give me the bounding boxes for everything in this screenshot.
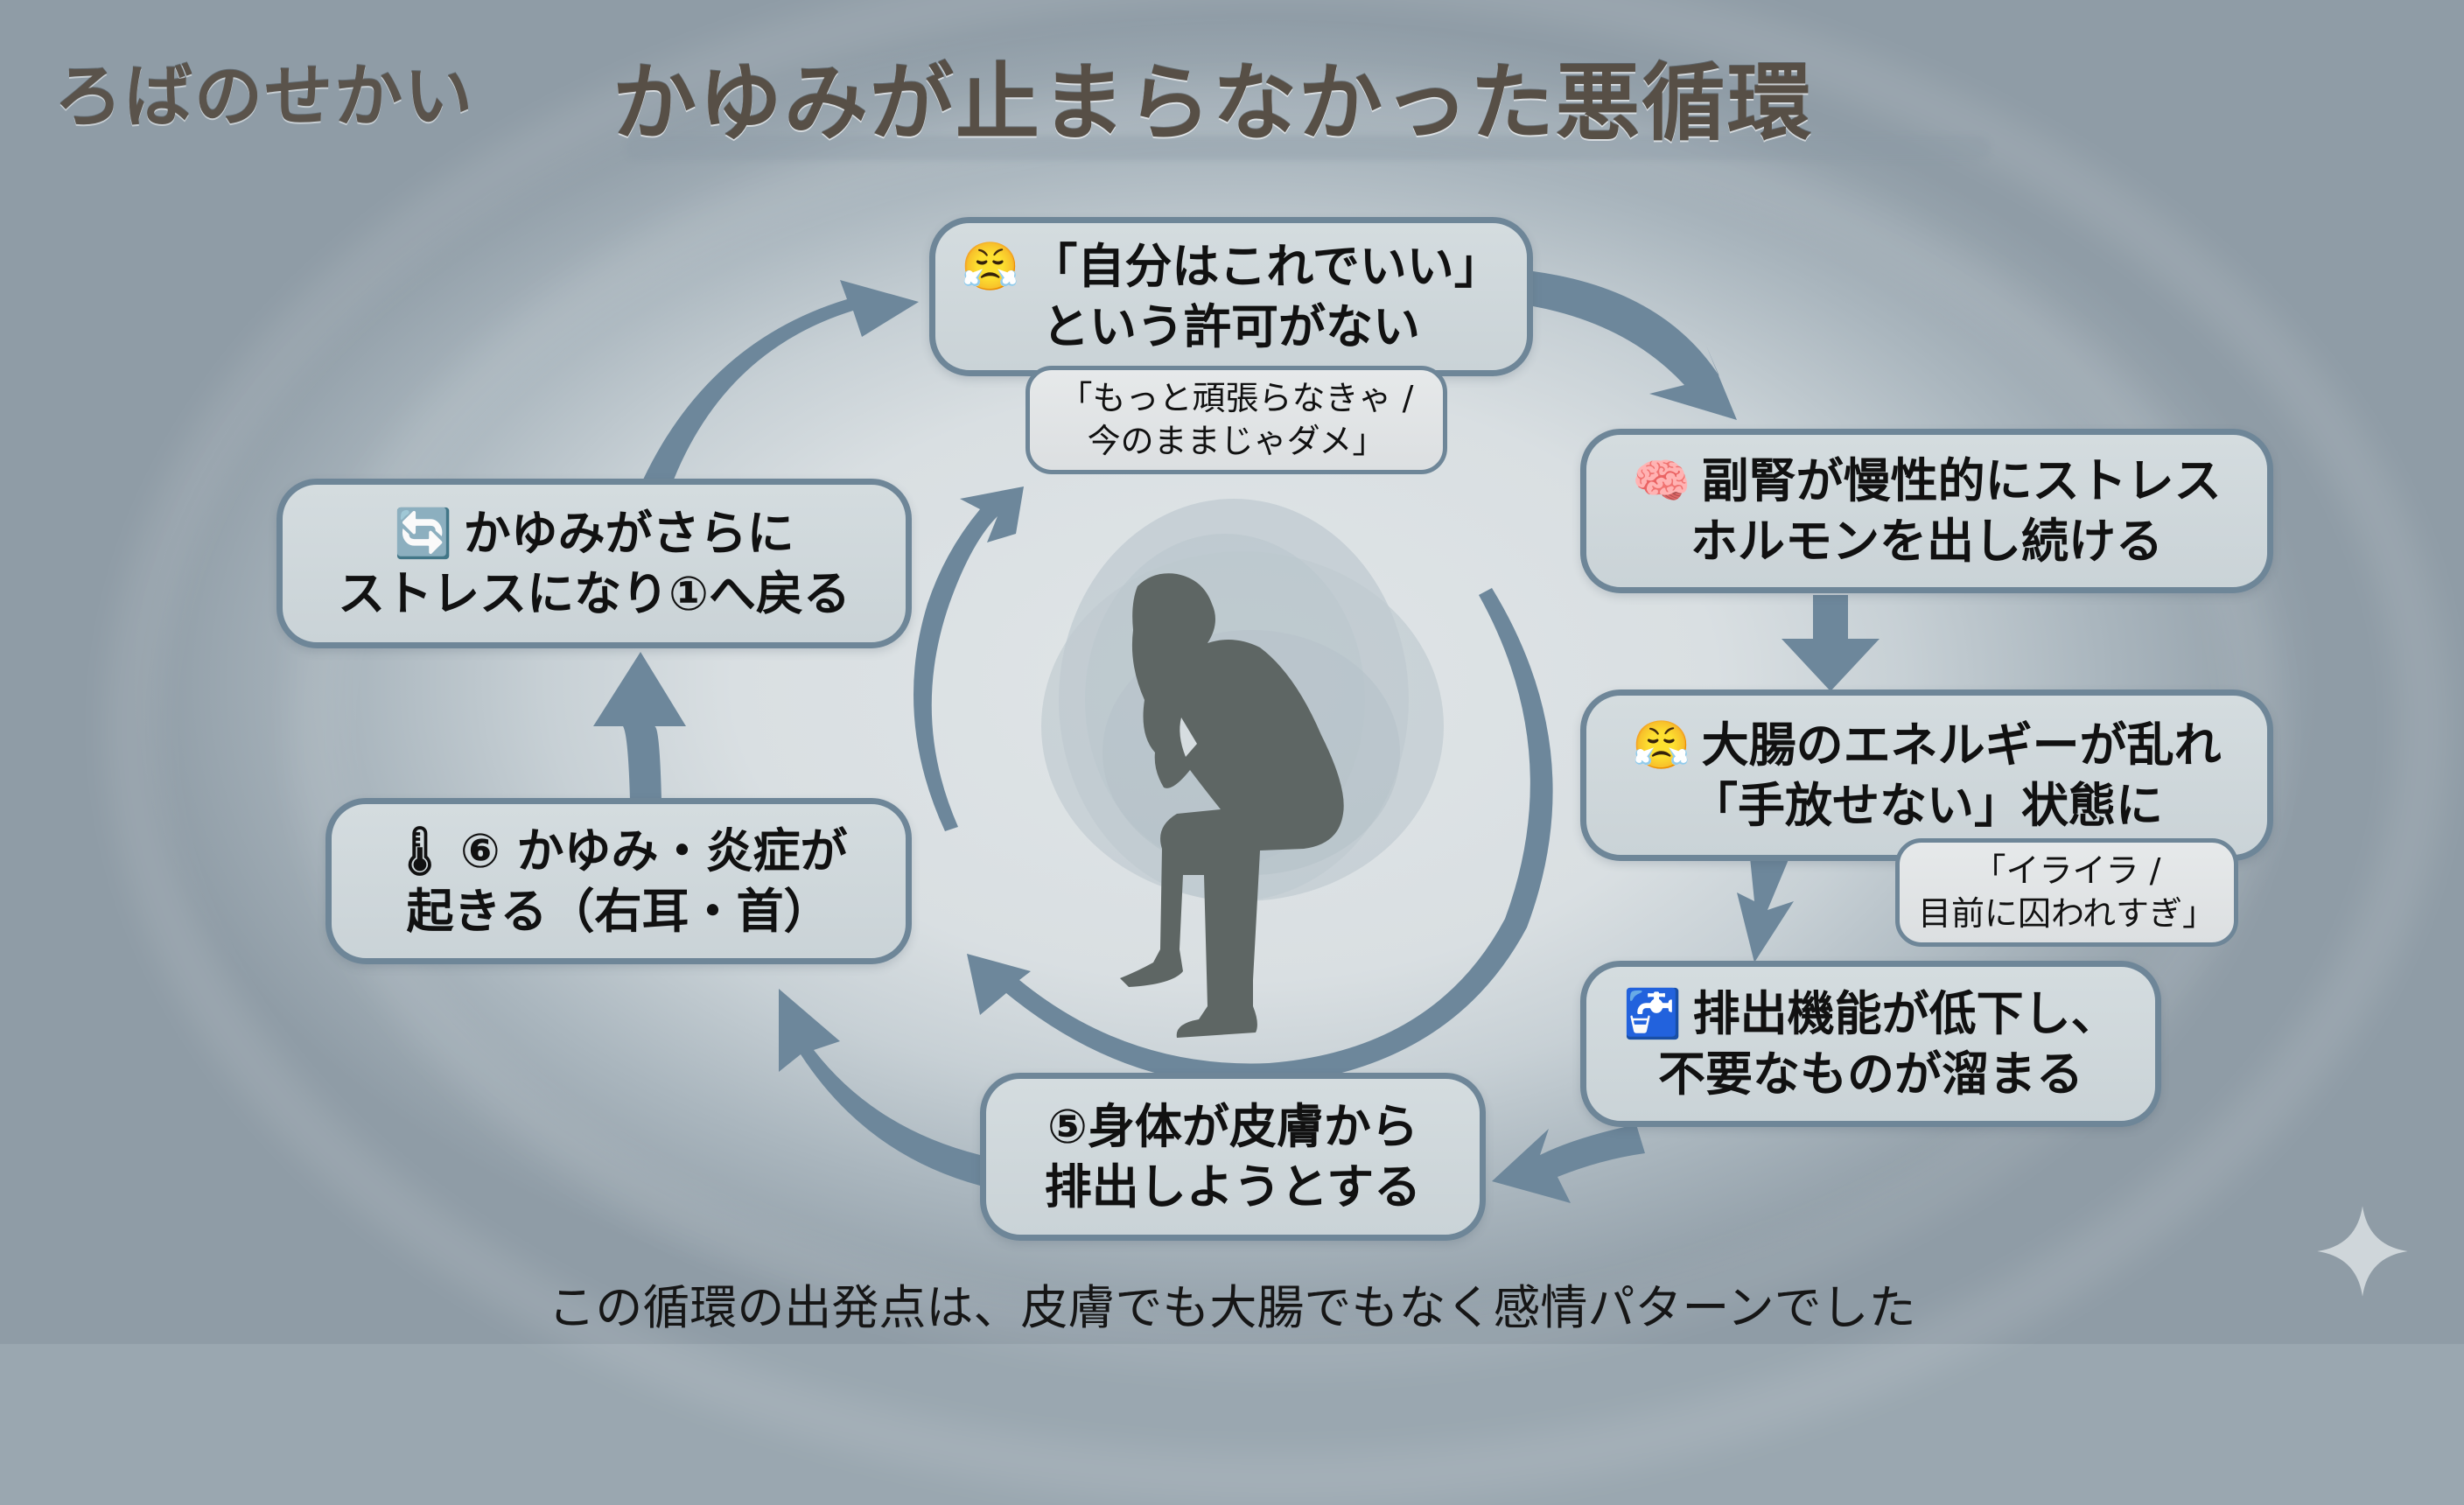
step-7-line-1: 🔄 かゆみがさらに bbox=[394, 503, 794, 564]
brain-icon: 🧠 bbox=[1632, 452, 1691, 508]
cycle-step-6: 🌡 ⑥ かゆみ・炎症が 起きる（右耳・首） bbox=[326, 798, 912, 964]
cycle-step-4: 🚰 排出機能が低下し、 不要なものが溜まる bbox=[1580, 961, 2161, 1127]
step-3-note: 「イライラ / 目前に囚われすぎ」 bbox=[1895, 838, 2238, 947]
step-1-line-1: 😤 「自分はこれでいい」 bbox=[961, 236, 1502, 297]
step-5-line-1: ⑤身体が皮膚から bbox=[1047, 1098, 1418, 1154]
step-6-line-1: 🌡 ⑥ かゆみ・炎症が bbox=[389, 821, 847, 881]
step-4-line-2: 不要なものが溜まる bbox=[1658, 1046, 2083, 1102]
step-7-line-2: ストレスになり①へ戻る bbox=[338, 566, 850, 621]
pipe-icon: 🚰 bbox=[1623, 985, 1683, 1041]
cycle-step-7: 🔄 かゆみがさらに ストレスになり①へ戻る bbox=[276, 479, 912, 648]
arrow-5-to-6 bbox=[779, 989, 980, 1186]
arrow-4-to-5 bbox=[1492, 1124, 1645, 1203]
step-3-line-1: 😤 大腸のエネルギーが乱れ bbox=[1632, 715, 2221, 775]
step-4-line-1: 🚰 排出機能が低下し、 bbox=[1623, 984, 2118, 1044]
step-5-line-2: 排出しようとする bbox=[1044, 1159, 1422, 1214]
inner-arrow-left bbox=[914, 486, 1024, 831]
cycle-arrows bbox=[593, 271, 1880, 1203]
step-3-line-2: 「手放せない」状態に bbox=[1690, 778, 2163, 833]
cycle-step-5: ⑤身体が皮膚から 排出しようとする bbox=[980, 1073, 1486, 1241]
arrow-1-to-2 bbox=[1533, 271, 1737, 420]
arrow-6-to-7 bbox=[593, 652, 686, 801]
distressed-person-silhouette bbox=[1120, 573, 1344, 1038]
arrow-2-to-3 bbox=[1782, 595, 1880, 691]
thermometer-icon: 🌡 bbox=[389, 822, 451, 878]
arrow-3-to-4 bbox=[1737, 858, 1794, 962]
footer-caption: この循環の出発点は、皮膚でも大腸でもなく感情パターンでした bbox=[548, 1280, 1916, 1335]
title-underline bbox=[626, 136, 1991, 160]
huffing-face-icon: 😤 bbox=[1632, 717, 1691, 773]
sparkle-icon bbox=[2317, 1206, 2408, 1297]
repeat-arrows-icon: 🔄 bbox=[394, 505, 453, 561]
arrow-7-to-1 bbox=[643, 280, 919, 480]
step-6-line-2: 起きる（右耳・首） bbox=[406, 884, 831, 939]
step-2-line-2: ホルモンを出し続ける bbox=[1690, 514, 2163, 569]
page-title: かゆみが止まらなかった悪循環 bbox=[612, 54, 1813, 152]
step-1-line-2: という許可がない bbox=[1042, 299, 1420, 354]
brand-logo: ろばのせかい bbox=[54, 58, 475, 136]
cycle-step-1: 😤 「自分はこれでいい」 という許可がない bbox=[929, 217, 1533, 376]
step-2-line-1: 🧠 副腎が慢性的にストレス bbox=[1632, 451, 2221, 511]
huffing-face-icon: 😤 bbox=[961, 238, 1020, 294]
cycle-step-2: 🧠 副腎が慢性的にストレス ホルモンを出し続ける bbox=[1580, 429, 2273, 593]
cycle-step-3: 😤 大腸のエネルギーが乱れ 「手放せない」状態に bbox=[1580, 690, 2273, 861]
step-1-note: 「もっと頑張らなきゃ / 今のままじゃダメ」 bbox=[1026, 366, 1447, 474]
